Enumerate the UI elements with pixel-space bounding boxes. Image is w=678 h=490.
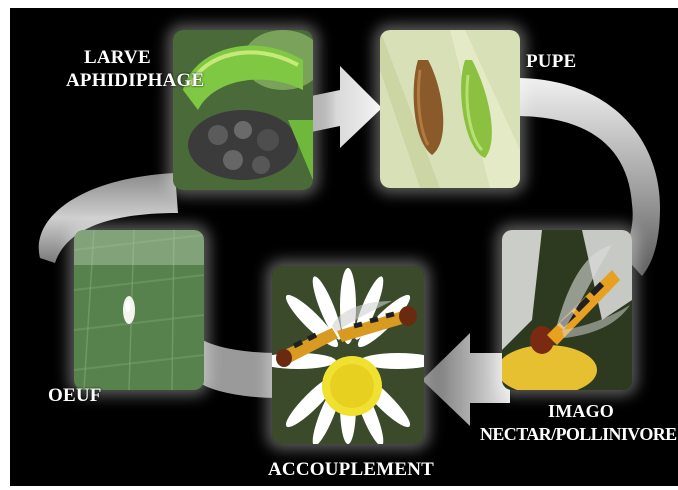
imago-label-line2: NECTAR/POLLINIVORE [480, 423, 677, 446]
arrow-accouplement-to-oeuf [200, 338, 278, 398]
stage-label-larve: LARVE APHIDIPHAGE [66, 46, 204, 92]
stage-label-imago: IMAGO NECTAR/POLLINIVORE [480, 400, 677, 446]
larve-label-line1: LARVE [66, 46, 204, 69]
stage-label-pupe: PUPE [526, 50, 576, 73]
stage-label-oeuf: OEUF [48, 384, 102, 407]
adult-hoverfly-photo [502, 230, 632, 390]
larve-label-line2: APHIDIPHAGE [66, 69, 204, 92]
stage-label-accouplement: ACCOUPLEMENT [268, 458, 434, 481]
imago-label-line1: IMAGO [480, 400, 677, 423]
life-cycle-diagram: LARVE APHIDIPHAGE PUPE IMAGO NECTAR/POLL… [10, 8, 678, 486]
pupa-photo [380, 30, 520, 188]
egg-photo [74, 230, 204, 390]
mating-photo [272, 266, 424, 444]
